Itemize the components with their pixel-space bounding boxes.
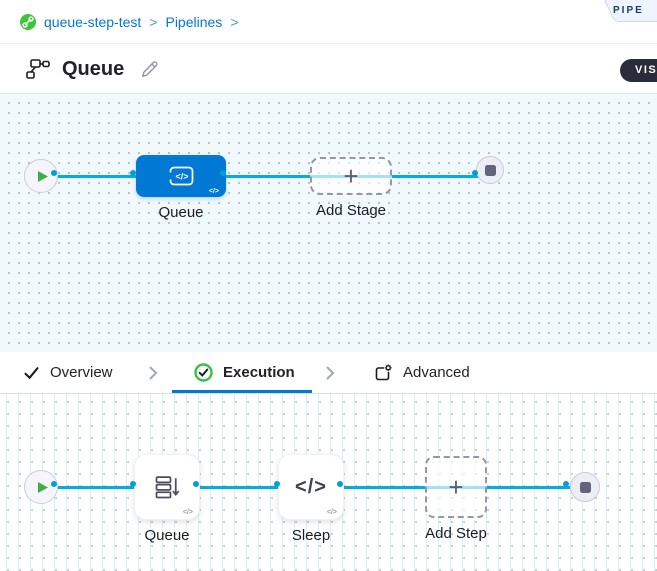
connector-point bbox=[220, 170, 226, 176]
connector-point bbox=[193, 481, 199, 487]
connector-point bbox=[563, 481, 569, 487]
execution-canvas[interactable]: </> Queue </> </> Sleep + Add Step bbox=[0, 394, 657, 571]
yaml-badge-icon: </> bbox=[182, 509, 193, 516]
start-node bbox=[24, 159, 58, 193]
breadcrumb-separator: > bbox=[230, 13, 239, 30]
connector-point bbox=[337, 481, 343, 487]
step-card-queue[interactable]: </> bbox=[134, 454, 200, 520]
play-icon bbox=[37, 170, 49, 183]
active-tab-underline bbox=[172, 390, 312, 393]
stage-label: Queue bbox=[158, 204, 204, 221]
connector-line bbox=[41, 175, 490, 178]
step-card-sleep[interactable]: </> </> bbox=[278, 454, 344, 520]
breadcrumb-project-link[interactable]: queue-step-test bbox=[44, 13, 142, 30]
pipeline-header: Queue bbox=[0, 45, 657, 94]
custom-stage-icon: </> bbox=[168, 164, 195, 188]
pencil-icon bbox=[140, 60, 159, 79]
edit-name-button[interactable] bbox=[140, 60, 159, 79]
plus-icon: + bbox=[343, 161, 359, 191]
tab-overview[interactable]: Overview bbox=[23, 352, 113, 393]
breadcrumb-separator: > bbox=[149, 13, 158, 30]
stage-canvas[interactable]: </> </> Queue + Add Stage bbox=[0, 94, 657, 352]
connector-point bbox=[130, 481, 136, 487]
page-title: Queue bbox=[62, 57, 125, 80]
connector-point bbox=[472, 170, 478, 176]
end-node bbox=[476, 156, 504, 184]
breadcrumb: queue-step-test > Pipelines > bbox=[0, 0, 657, 44]
pipeline-icon bbox=[26, 58, 50, 80]
step-label: Sleep bbox=[291, 527, 331, 544]
yaml-badge-icon: </> bbox=[208, 188, 219, 195]
connector-point bbox=[51, 170, 57, 176]
plus-icon: + bbox=[448, 472, 464, 502]
add-step-label: Add Step bbox=[425, 525, 487, 542]
play-icon bbox=[37, 481, 49, 494]
view-mode-toggle[interactable]: VISU bbox=[620, 59, 657, 82]
stop-icon bbox=[579, 481, 591, 493]
pipeline-studio-ribbon: PIPE bbox=[595, 0, 657, 23]
success-check-icon bbox=[194, 363, 213, 382]
tab-advanced[interactable]: Advanced bbox=[374, 352, 470, 393]
advanced-settings-icon bbox=[374, 363, 393, 382]
queue-step-icon bbox=[153, 473, 181, 501]
code-icon: </> bbox=[295, 475, 327, 498]
project-logo-icon bbox=[20, 13, 36, 30]
connector-point bbox=[51, 481, 57, 487]
tab-execution[interactable]: Execution bbox=[194, 352, 295, 393]
end-node bbox=[570, 472, 600, 502]
tab-advanced-label: Advanced bbox=[403, 364, 470, 381]
step-label: Queue bbox=[144, 527, 190, 544]
yaml-badge-icon: </> bbox=[326, 509, 337, 516]
tab-execution-label: Execution bbox=[223, 364, 295, 381]
connector-point bbox=[130, 170, 136, 176]
chevron-right-icon bbox=[149, 366, 158, 385]
stage-node-queue[interactable]: </> </> bbox=[136, 155, 226, 197]
chevron-right-icon bbox=[326, 366, 335, 385]
svg-text:</>: </> bbox=[175, 172, 188, 182]
add-stage-label: Add Stage bbox=[315, 202, 387, 219]
add-stage-button[interactable]: + bbox=[310, 157, 392, 195]
pipeline-tabs: Overview Execution bbox=[0, 352, 657, 394]
ribbon-label: PIPE bbox=[613, 5, 644, 16]
tab-overview-label: Overview bbox=[50, 364, 113, 381]
add-step-button[interactable]: + bbox=[425, 456, 487, 518]
check-icon bbox=[23, 365, 40, 381]
start-node bbox=[24, 470, 58, 504]
connector-point bbox=[274, 481, 280, 487]
breadcrumb-pipelines-link[interactable]: Pipelines bbox=[165, 13, 223, 30]
stop-icon bbox=[484, 164, 496, 176]
